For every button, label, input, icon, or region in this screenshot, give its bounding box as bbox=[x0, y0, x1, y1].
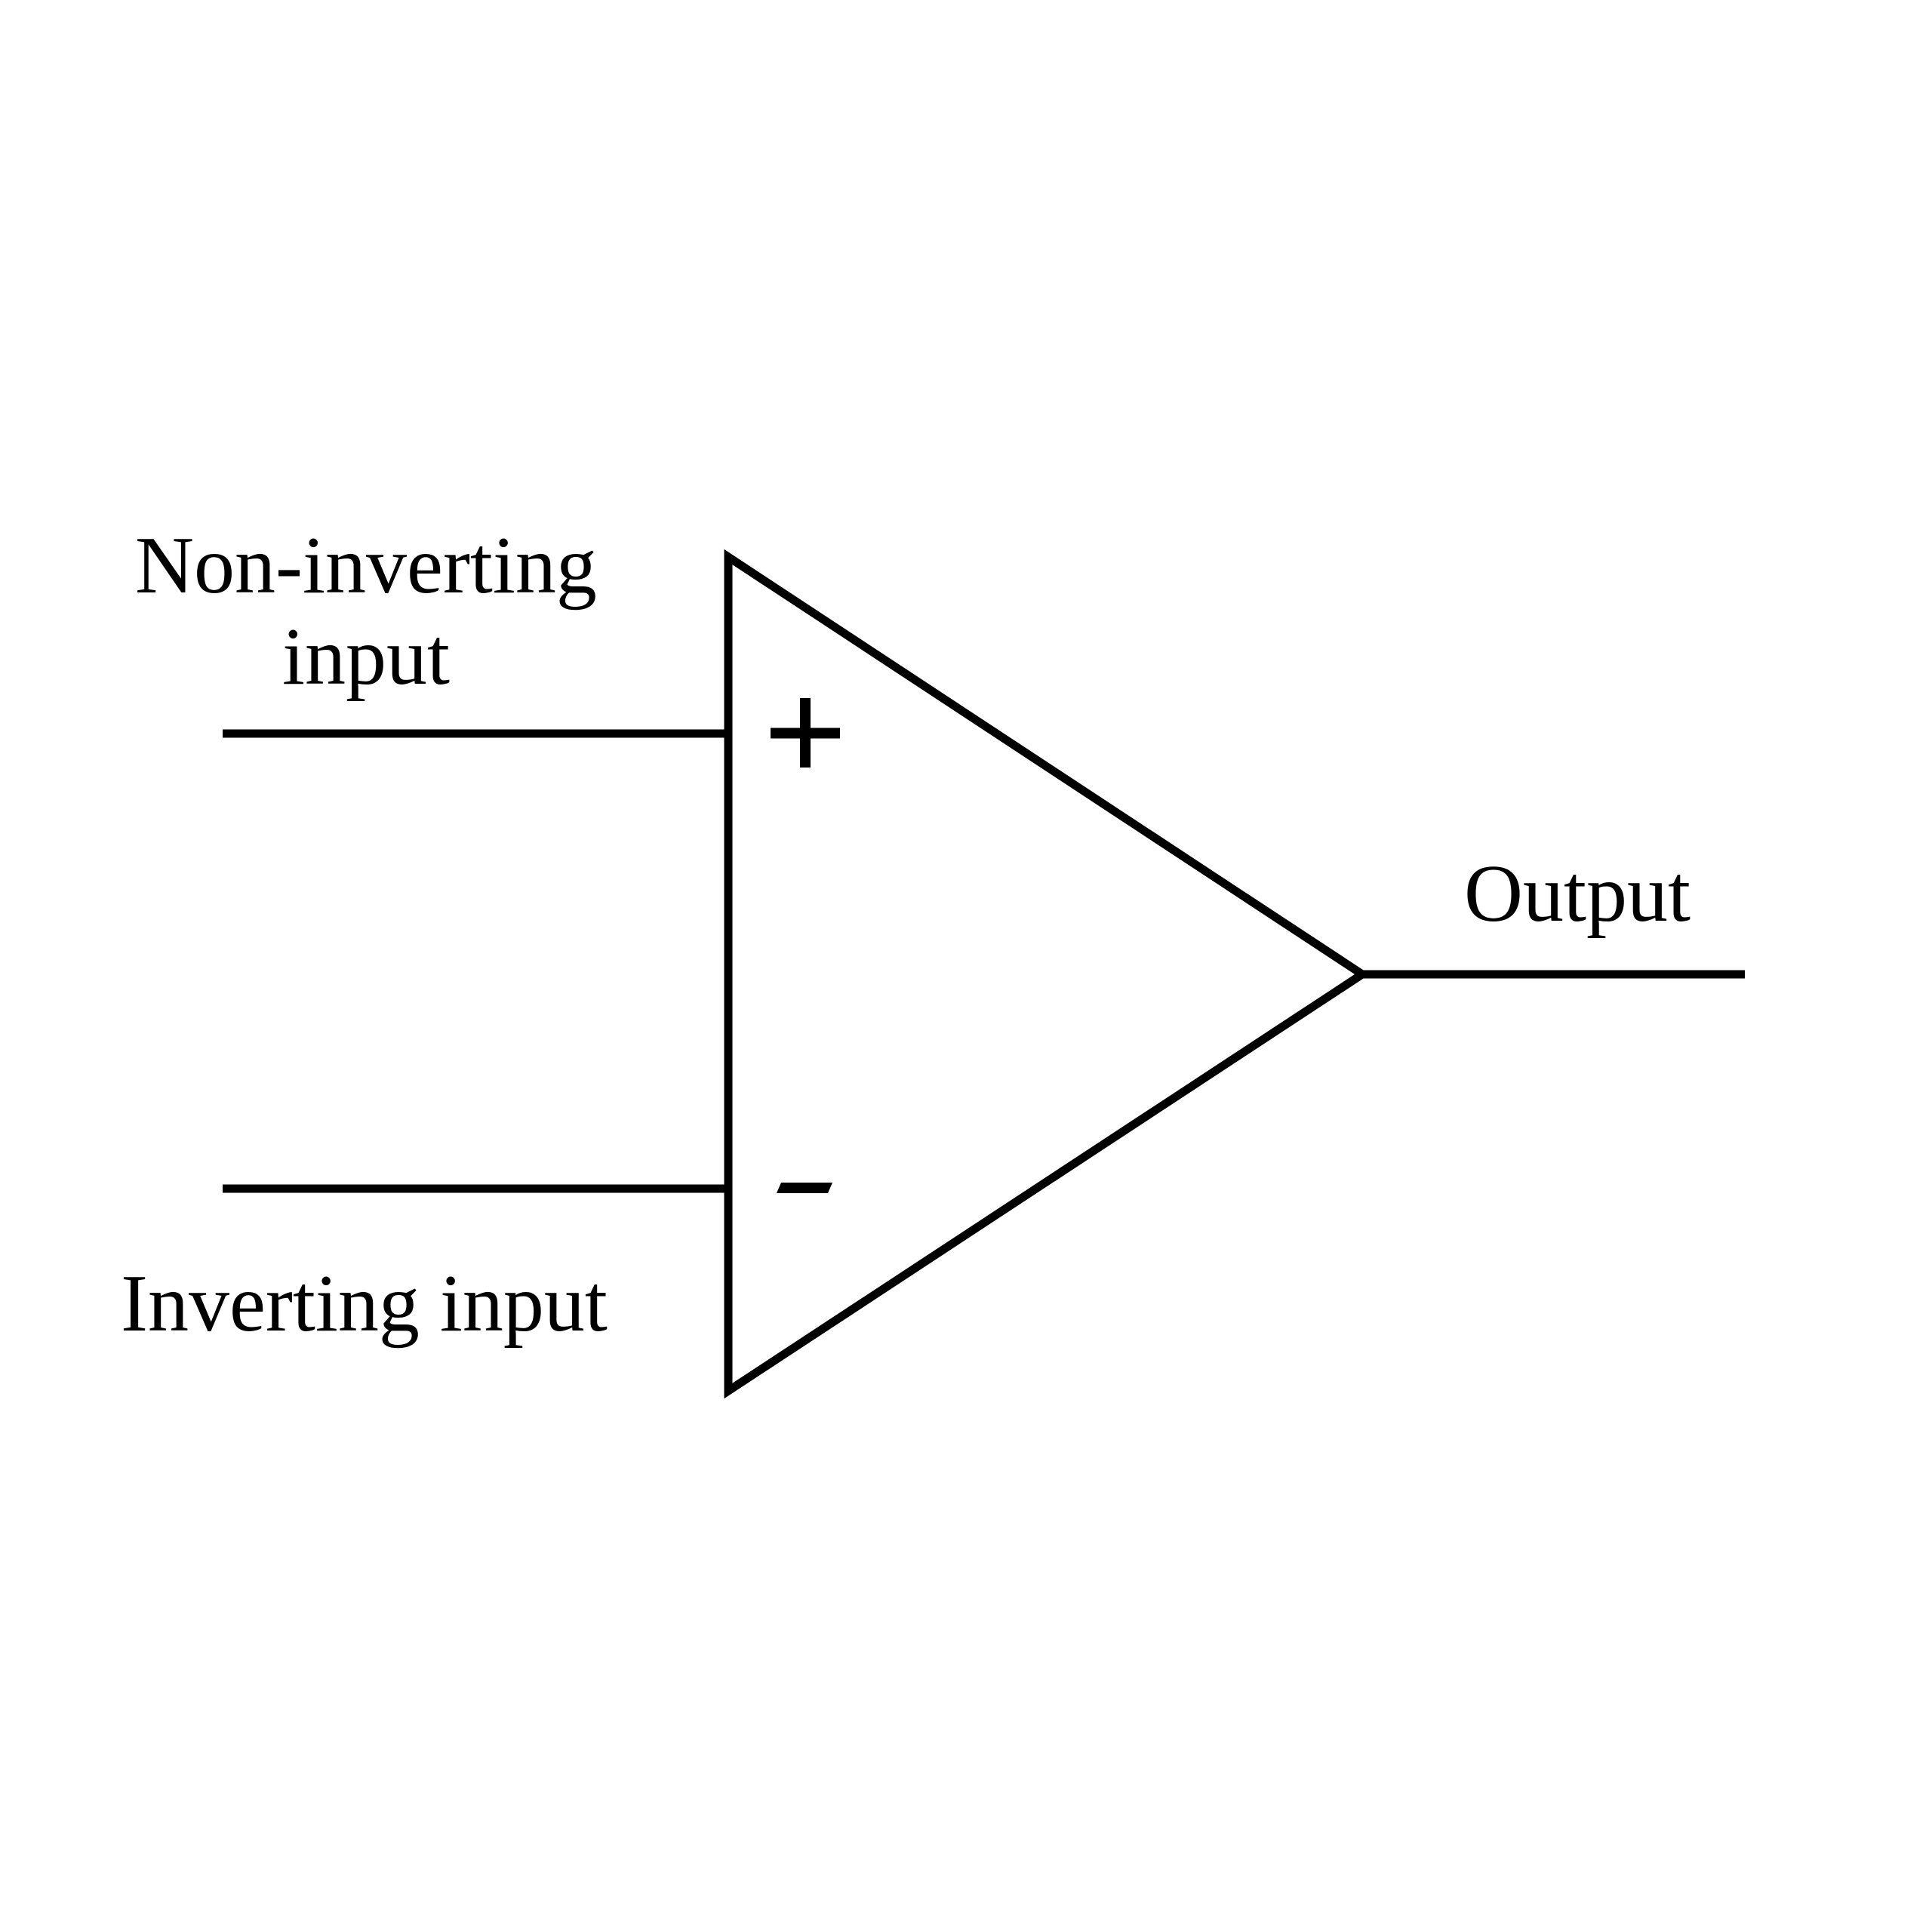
minus-sign-icon bbox=[777, 1183, 832, 1193]
output-label: Output bbox=[1464, 849, 1691, 939]
opamp-triangle-body bbox=[724, 549, 1371, 1399]
non-inverting-input-label-line2: input bbox=[281, 611, 450, 702]
plus-sign-icon bbox=[771, 698, 840, 768]
non-inverting-input-label-line1: Non-inverting bbox=[135, 521, 597, 611]
inverting-input-label: Inverting input bbox=[121, 1259, 608, 1349]
